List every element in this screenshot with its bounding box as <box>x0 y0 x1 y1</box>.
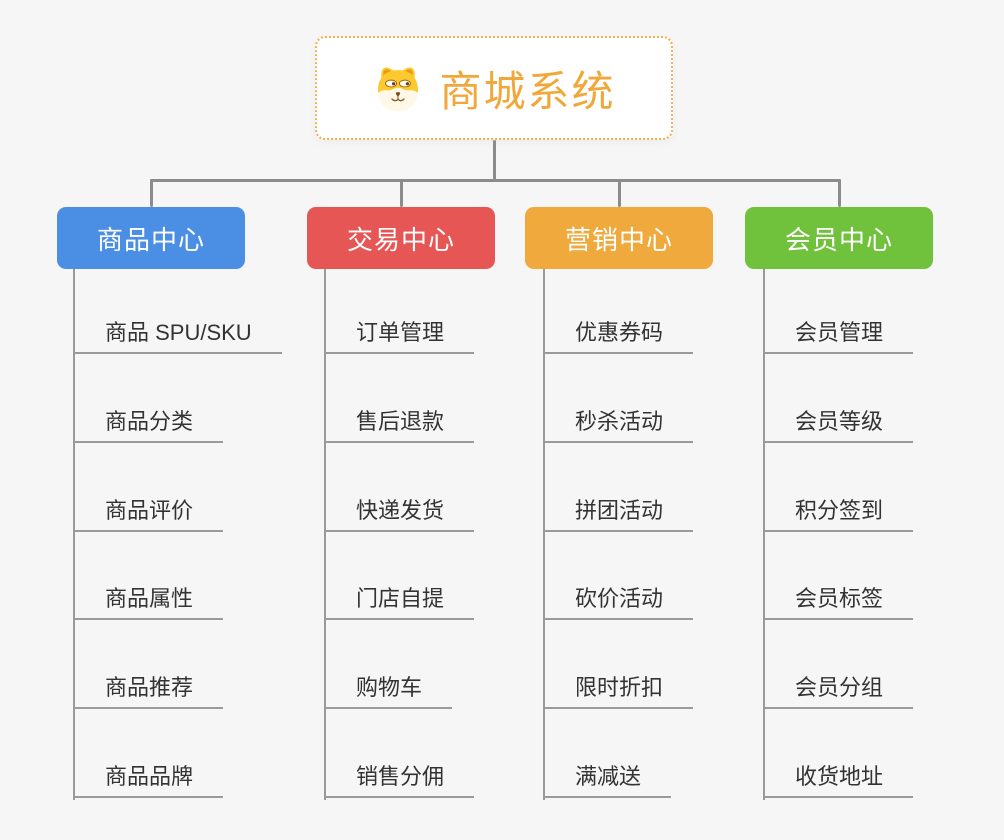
child-topic-label: 积分签到 <box>795 498 884 523</box>
child-topic[interactable]: 收货地址 <box>763 762 914 798</box>
child-topic-label: 砍价活动 <box>575 586 664 611</box>
child-topic[interactable]: 优惠券码 <box>543 318 694 354</box>
child-topic[interactable]: 拼团活动 <box>543 496 694 532</box>
child-topic[interactable]: 快递发货 <box>324 496 475 532</box>
branch-connector-drop <box>149 179 153 207</box>
branch-trunk-line <box>73 269 75 800</box>
child-topic-label: 订单管理 <box>356 320 445 345</box>
child-topic-label: 秒杀活动 <box>575 409 664 434</box>
child-topic-label: 购物车 <box>356 675 423 700</box>
child-topic[interactable]: 商品分类 <box>73 407 224 443</box>
child-topic-label: 会员分组 <box>795 675 884 700</box>
child-topic-label: 会员等级 <box>795 409 884 434</box>
child-topic[interactable]: 会员标签 <box>763 584 914 620</box>
child-topic[interactable]: 商品属性 <box>73 584 224 620</box>
branch-label: 会员中心 <box>784 224 893 255</box>
child-topic[interactable]: 会员管理 <box>763 318 914 354</box>
child-topic-label: 售后退款 <box>356 409 445 434</box>
branch-label: 交易中心 <box>346 224 455 255</box>
child-topic-label: 会员标签 <box>795 586 884 611</box>
branch-trunk-line <box>543 269 545 800</box>
child-topic[interactable]: 订单管理 <box>324 318 475 354</box>
branch-node[interactable]: 交易中心 <box>307 207 495 269</box>
branch-label: 商品中心 <box>96 224 205 255</box>
child-topic[interactable]: 积分签到 <box>763 496 914 532</box>
branch-connector-bus <box>149 179 841 182</box>
child-topic[interactable]: 商品推荐 <box>73 673 224 709</box>
child-topic[interactable]: 商品评价 <box>73 496 224 532</box>
branch-label: 营销中心 <box>564 224 673 255</box>
child-topic-label: 门店自提 <box>356 586 445 611</box>
root-node[interactable]: 商城系统 <box>315 36 673 140</box>
child-topic-label: 商品评价 <box>105 498 194 523</box>
child-topic[interactable]: 门店自提 <box>324 584 475 620</box>
child-topic[interactable]: 满减送 <box>543 762 672 798</box>
child-topic-label: 商品属性 <box>105 586 194 611</box>
child-topic-label: 收货地址 <box>795 764 884 789</box>
child-topic[interactable]: 售后退款 <box>324 407 475 443</box>
branch-node[interactable]: 会员中心 <box>745 207 933 269</box>
branch-trunk-line <box>763 269 765 800</box>
child-topic[interactable]: 购物车 <box>324 673 453 709</box>
branch-connector-drop <box>617 179 621 207</box>
child-topic-label: 拼团活动 <box>575 498 664 523</box>
child-topic[interactable]: 秒杀活动 <box>543 407 694 443</box>
child-topic[interactable]: 砍价活动 <box>543 584 694 620</box>
child-topic-label: 商品品牌 <box>105 764 194 789</box>
branch-connector-drop <box>399 179 403 207</box>
child-topic-label: 会员管理 <box>795 320 884 345</box>
child-topic-label: 销售分佣 <box>356 764 445 789</box>
child-topic[interactable]: 商品 SPU/SKU <box>73 318 282 354</box>
child-topic-label: 满减送 <box>575 764 642 789</box>
child-topic-label: 优惠券码 <box>575 320 664 345</box>
child-topic-label: 商品推荐 <box>105 675 194 700</box>
child-topic[interactable]: 商品品牌 <box>73 762 224 798</box>
child-topic[interactable]: 销售分佣 <box>324 762 475 798</box>
root-connector-stub <box>492 140 496 182</box>
child-topic-label: 快递发货 <box>356 498 445 523</box>
branch-connector-drop <box>837 179 841 207</box>
root-title: 商城系统 <box>439 67 616 115</box>
branch-node[interactable]: 商品中心 <box>57 207 245 269</box>
child-topic[interactable]: 会员分组 <box>763 673 914 709</box>
child-topic-label: 商品分类 <box>105 409 194 434</box>
branch-node[interactable]: 营销中心 <box>525 207 713 269</box>
dog-face-icon <box>372 62 424 114</box>
child-topic[interactable]: 会员等级 <box>763 407 914 443</box>
child-topic-label: 限时折扣 <box>575 675 664 700</box>
branch-trunk-line <box>324 269 326 800</box>
child-topic-label: 商品 SPU/SKU <box>105 320 252 345</box>
child-topic[interactable]: 限时折扣 <box>543 673 694 709</box>
